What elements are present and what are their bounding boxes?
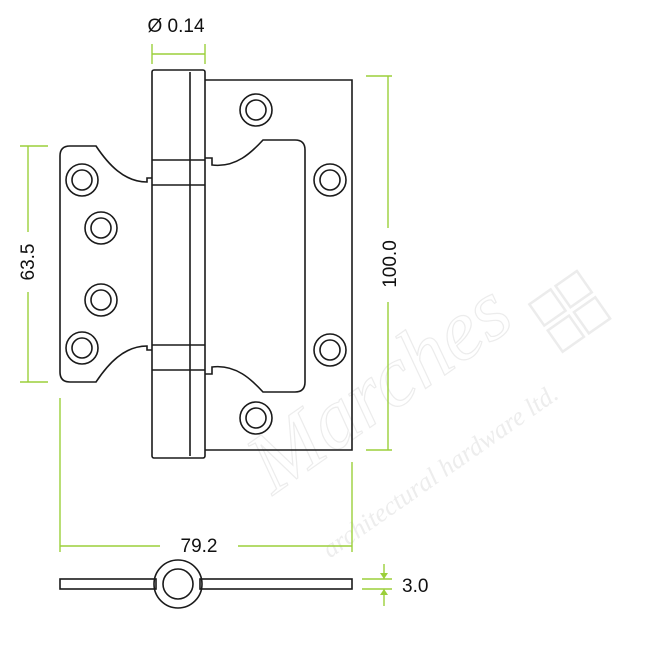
large-leaf-height-label: 100.0 — [380, 240, 401, 288]
dimension-pin-diameter: Ø 0.14 — [147, 16, 206, 64]
screw-hole — [313, 163, 347, 197]
dimension-thickness: 3.0 — [362, 564, 428, 606]
overall-width-label: 79.2 — [181, 536, 218, 557]
large-leaf — [205, 79, 353, 451]
thickness-label: 3.0 — [402, 576, 428, 597]
screw-hole — [84, 211, 118, 245]
screw-hole — [65, 163, 99, 197]
screw-hole — [65, 331, 99, 365]
hinge-knuckle — [151, 69, 206, 459]
hinge-side-view — [59, 559, 353, 609]
screw-hole — [313, 333, 347, 367]
watermark: Marches architectural hardware ltd. — [227, 261, 612, 563]
screw-hole — [84, 283, 118, 317]
screw-hole — [239, 401, 273, 435]
small-leaf-height-label: 63.5 — [18, 244, 39, 281]
pin-diameter-label: Ø 0.14 — [147, 16, 204, 37]
watermark-logo-icon — [527, 269, 612, 354]
small-leaf — [59, 145, 152, 383]
screw-hole — [239, 93, 273, 127]
watermark-brand: Marches — [227, 262, 528, 513]
dimension-small-leaf-height: 63.5 — [18, 145, 48, 383]
dimension-overall-width: 79.2 — [59, 398, 353, 557]
dimension-large-leaf-height: 100.0 — [366, 75, 401, 451]
